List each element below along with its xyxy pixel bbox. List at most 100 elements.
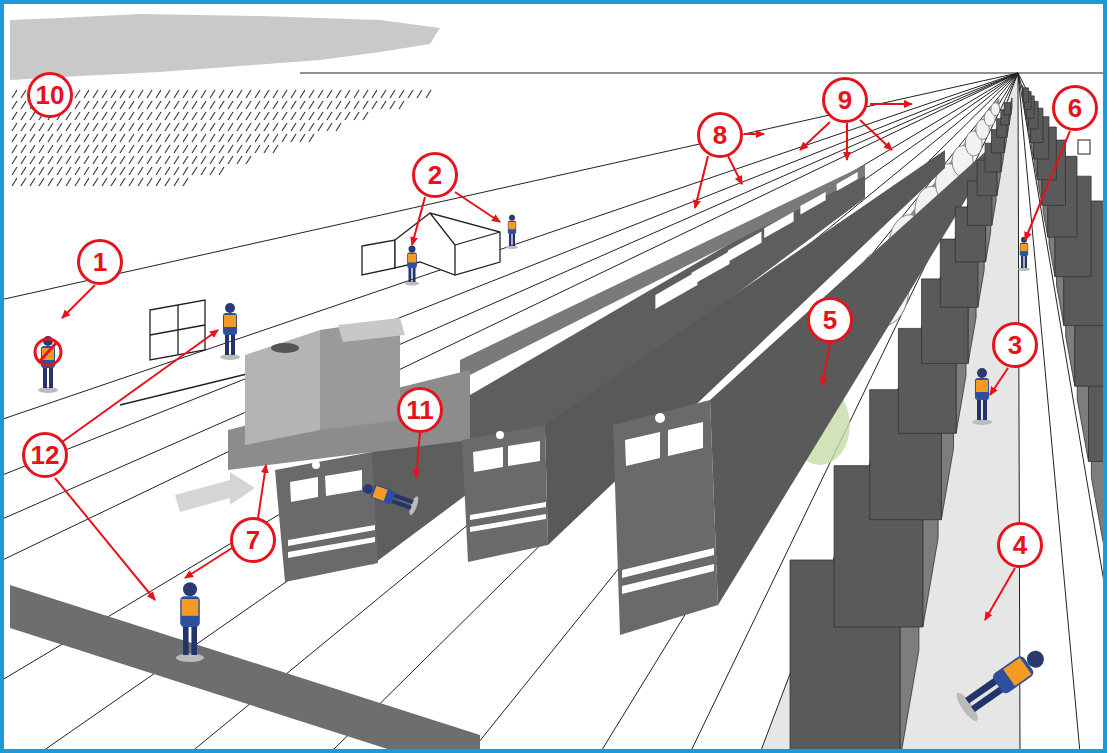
callout-number: 11 [397, 387, 443, 433]
rain-stroke [147, 145, 152, 153]
rain-stroke [138, 123, 143, 131]
worker-shadow [506, 245, 518, 249]
worker-leg [225, 333, 229, 355]
rain-stroke [282, 123, 287, 131]
rain-stroke [156, 112, 161, 120]
rain-stroke [381, 90, 386, 98]
rain-stroke [165, 145, 170, 153]
worker-vest [976, 380, 988, 392]
rain-stroke [237, 112, 242, 120]
rain-stroke [147, 167, 152, 175]
rain-stroke [120, 156, 125, 164]
rain-stroke [219, 90, 224, 98]
rain-stroke [318, 123, 323, 131]
rain-stroke [210, 145, 215, 153]
rain-stroke [21, 112, 26, 120]
rain-stroke [183, 167, 188, 175]
worker-vest [408, 254, 416, 262]
callout-number: 9 [822, 77, 868, 123]
rain-stroke [237, 134, 242, 142]
tank-end [991, 103, 1000, 116]
rain-stroke [264, 134, 269, 142]
rain-stroke [345, 112, 350, 120]
callout-number: 10 [27, 72, 73, 118]
rain-stroke [210, 167, 215, 175]
rain-stroke [246, 90, 251, 98]
rain-stroke [84, 112, 89, 120]
rain-stroke [48, 156, 53, 164]
rain-stroke [21, 123, 26, 131]
rain-stroke [138, 101, 143, 109]
rain-stroke [282, 101, 287, 109]
rain-stroke [210, 156, 215, 164]
rain-stroke [39, 156, 44, 164]
rain-stroke [111, 145, 116, 153]
rain-stroke [30, 156, 35, 164]
rain-stroke [345, 101, 350, 109]
worker-body [1020, 243, 1028, 256]
rain-stroke [255, 134, 260, 142]
rain-stroke [255, 101, 260, 109]
rain-stroke [273, 90, 278, 98]
rain-stroke [165, 112, 170, 120]
worker-body [508, 221, 516, 234]
train-window [655, 271, 697, 309]
worker-leg [413, 267, 416, 282]
rain-stroke [219, 167, 224, 175]
train-window [873, 152, 890, 167]
worker-leg [983, 398, 987, 420]
rain-stroke [129, 167, 134, 175]
rain-stroke [318, 90, 323, 98]
rain-stroke [156, 156, 161, 164]
rain-stroke [12, 156, 17, 164]
rain-stroke [156, 101, 161, 109]
rain-stroke [84, 90, 89, 98]
rain-stroke [30, 178, 35, 186]
rain-stroke [237, 101, 242, 109]
rain-stroke [66, 123, 71, 131]
worker-figure [972, 368, 992, 425]
rain-stroke [201, 167, 206, 175]
rain-stroke [30, 145, 35, 153]
rain-stroke [12, 167, 17, 175]
rain-stroke [156, 90, 161, 98]
worker-head [977, 368, 987, 378]
rain-stroke [201, 90, 206, 98]
rain-stroke [264, 112, 269, 120]
rain-stroke [21, 178, 26, 186]
worker-figure [220, 303, 240, 360]
rain-stroke [156, 145, 161, 153]
rain-stroke [255, 90, 260, 98]
rain-stroke [309, 112, 314, 120]
rain-stroke [174, 167, 179, 175]
rain-stroke [102, 123, 107, 131]
rain-stroke [174, 112, 179, 120]
worker-head [225, 303, 235, 313]
rain-stroke [129, 101, 134, 109]
rain-stroke [228, 134, 233, 142]
rain-stroke [120, 134, 125, 142]
rain-stroke [66, 178, 71, 186]
rain-stroke [246, 156, 251, 164]
rain-stroke [84, 156, 89, 164]
worker-leg [231, 333, 235, 355]
rain-stroke [417, 90, 422, 98]
rain-stroke [354, 112, 359, 120]
rain-stroke [336, 90, 341, 98]
rain-stroke [219, 156, 224, 164]
rain-stroke [102, 145, 107, 153]
rain-stroke [174, 178, 179, 186]
worker-shadow [38, 387, 58, 393]
worker-figure [506, 215, 518, 249]
rain-stroke [102, 101, 107, 109]
rain-stroke [147, 178, 152, 186]
rain-stroke [309, 90, 314, 98]
rain-stroke [57, 123, 62, 131]
rain-stroke [219, 112, 224, 120]
train-window [800, 192, 825, 215]
rain-stroke [291, 90, 296, 98]
rain-stroke [291, 101, 296, 109]
rain-stroke [57, 178, 62, 186]
rain-cloud [10, 14, 440, 80]
rain-stroke [201, 145, 206, 153]
